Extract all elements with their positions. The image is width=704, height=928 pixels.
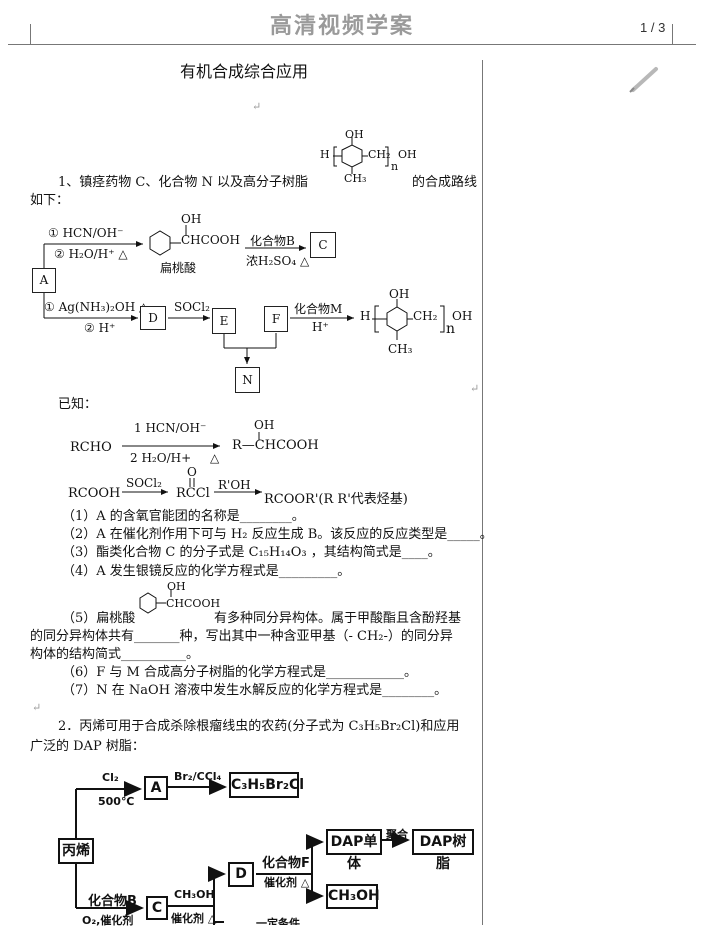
- cond-ch3oh: CH₃OH: [174, 888, 215, 901]
- q2-compound-c-box: C: [146, 896, 168, 920]
- compound-c-box: C: [310, 232, 336, 258]
- cond-h2so4: 浓H₂SO₄ △: [246, 254, 310, 268]
- known-rcho: RCHO: [70, 440, 112, 455]
- polymer-ch2: CH₂: [368, 148, 391, 161]
- q5-chain: CHCOOH: [166, 597, 221, 610]
- question-6: （6）F 与 M 合成高分子树脂的化学方程式是____________。: [62, 665, 417, 680]
- compound-n-box: N: [235, 367, 260, 393]
- known-product2: RCOOR'(R R'代表烃基): [264, 492, 408, 507]
- cond-compound-b: 化合物B: [88, 894, 137, 909]
- page-number: 1 / 3: [640, 20, 666, 35]
- polymer-n: n: [391, 160, 399, 173]
- cond-partial: 一定条件: [256, 917, 300, 925]
- header-title: 高清视频学案: [270, 14, 415, 39]
- product-ch3: CH₃: [388, 342, 413, 356]
- known-delta: △: [210, 451, 220, 465]
- question-2: （2）A 在催化剂作用下可与 H₂ 反应生成 B。该反应的反应类型是_____。: [62, 527, 493, 542]
- polymer-oh: OH: [345, 128, 364, 141]
- question-5-line3: 构体的结构简式__________。: [30, 647, 200, 662]
- q2-intro-end: 广泛的 DAP 树脂：: [30, 739, 145, 754]
- mandelic-chain: CHCOOH: [181, 233, 240, 247]
- paragraph-mark: ↵: [470, 382, 480, 395]
- q2-intro: 2．丙烯可用于合成杀除根瘤线虫的农药(分子式为 C₃H₅Br₂Cl)和应用: [58, 719, 460, 734]
- known-product1: R—CHCOOH: [232, 438, 319, 453]
- paragraph-mark: ↵: [252, 100, 262, 113]
- cond-socl2: SOCl₂: [174, 300, 210, 314]
- margin-corner-left: [30, 24, 31, 44]
- question-5-line2: 的同分异构体共有_______种，写出其中一种含亚甲基（- CH₂-）的同分异: [30, 629, 453, 644]
- dap-resin-box: DAP树脂: [412, 829, 474, 872]
- cond-h-plus: H⁺: [312, 320, 329, 334]
- product-h: H: [360, 309, 371, 323]
- column-divider: [482, 60, 483, 925]
- cond-catalyst: 催化剂 △: [171, 912, 217, 925]
- cond-compound-f: 化合物F: [262, 856, 310, 871]
- question-1: （1）A 的含氧官能团的名称是________。: [62, 509, 305, 524]
- cond-tollens: ① Ag(NH₃)₂OH △: [44, 300, 149, 314]
- cond-hcn: ① HCN/OH⁻: [48, 226, 124, 240]
- q1-intro: 1、镇痉药物 C、化合物 N 以及高分子树脂: [58, 175, 308, 190]
- known-o: O: [187, 465, 197, 479]
- q1-intro-end: 如下：: [30, 193, 70, 208]
- cond-compound-b: 化合物B: [250, 234, 295, 248]
- q2-compound-a-box: A: [144, 776, 168, 800]
- question-7: （7）N 在 NaOH 溶液中发生水解反应的化学方程式是________。: [62, 683, 448, 698]
- cond-polymerize: 聚合: [386, 828, 408, 841]
- margin-corner-right: [672, 24, 673, 44]
- q2-compound-d-box: D: [228, 862, 254, 887]
- doc-title: 有机合成综合应用: [180, 62, 309, 81]
- paragraph-mark: ↵: [32, 701, 42, 714]
- mandelic-name: 扁桃酸: [160, 261, 197, 275]
- cond-o2: O₂,催化剂: [82, 914, 134, 927]
- polymer-h: H: [320, 148, 330, 161]
- cond-cl2: Cl₂: [102, 771, 119, 784]
- cond-catalyst-2: 催化剂 △: [264, 876, 310, 889]
- compound-f-box: F: [264, 306, 288, 332]
- header-rule: [8, 44, 696, 45]
- compound-a-box: A: [32, 268, 56, 293]
- compound-d-box: D: [140, 306, 166, 330]
- question-4: （4）A 发生银镜反应的化学方程式是_________。: [62, 564, 351, 579]
- cond-acid: ② H⁺: [84, 321, 116, 335]
- known-rccl: RCCl: [176, 486, 210, 501]
- product-formula-box: C₃H₅Br₂Cl: [229, 772, 304, 798]
- q1-intro-tail: 的合成路线: [412, 175, 478, 190]
- polymer-ch3: CH₃: [344, 172, 367, 185]
- product-ch2: CH₂: [413, 309, 438, 323]
- cond-br2: Br₂/CCl₄: [174, 770, 222, 783]
- known-oh: OH: [254, 418, 275, 432]
- known-socl2: SOCl₂: [126, 476, 162, 490]
- product-n: n: [446, 321, 456, 337]
- cond-compound-m: 化合物M: [294, 302, 343, 316]
- known-cond2: 2 H₂O/H+: [130, 451, 192, 465]
- question-3: （3）酯类化合物 C 的分子式是 C₁₅H₁₄O₃ ，其结构简式是____。: [62, 545, 441, 560]
- known-rcooh: RCOOH: [68, 486, 121, 501]
- product-oh: OH: [389, 287, 410, 301]
- question-5-tail: 有多种同分异构体。属于甲酸酯且含酚羟基: [214, 611, 462, 626]
- product-oh-end: OH: [452, 309, 473, 323]
- cond-h2o: ② H₂O/H⁺ △: [54, 247, 128, 261]
- known-roh: R'OH: [218, 478, 251, 492]
- dap-monomer-box: DAP单体: [326, 829, 382, 872]
- methanol-box: CH₃OH: [326, 884, 380, 909]
- compound-e-box: E: [212, 308, 236, 334]
- q5-oh: OH: [167, 580, 186, 593]
- polymer-oh-end: OH: [398, 148, 417, 161]
- known-cond1: 1 HCN/OH⁻: [134, 421, 207, 435]
- mandelic-oh: OH: [181, 212, 202, 226]
- question-5-lead: （5）扁桃酸: [62, 611, 136, 626]
- header-banner: 高清视频学案 1 / 3: [0, 0, 704, 48]
- known-label: 已知：: [58, 397, 98, 412]
- cond-temp: 500℃: [98, 795, 135, 808]
- propene-box: 丙烯: [58, 838, 94, 864]
